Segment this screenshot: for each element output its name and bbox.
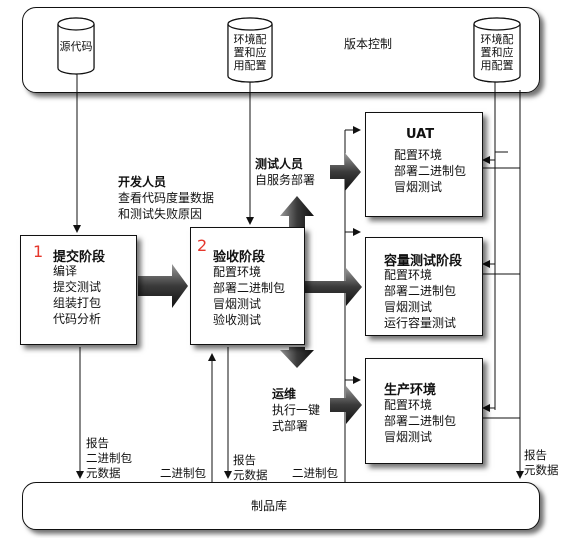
env-report-label: 报告 元数据 — [524, 448, 559, 477]
ops-arrow — [330, 386, 362, 424]
env-config-right-label: 环境配 置和应 用配置 — [480, 33, 514, 72]
acceptance-stage-box: 2 验收阶段 配置环境 部署二进制包 冒烟测试 验收测试 — [190, 227, 305, 345]
acceptance-stage-items: 配置环境 部署二进制包 冒烟测试 验收测试 — [213, 265, 286, 327]
production-stage-items: 配置环境 部署二进制包 冒烟测试 — [384, 398, 457, 444]
testers-note: 测试人员 自服务部署 — [255, 157, 316, 187]
production-stage-title: 生产环境 — [384, 383, 437, 398]
version-control-label: 版本控制 — [344, 37, 393, 51]
uat-stage-box: UAT 配置环境 部署二进制包 冒烟测试 — [365, 112, 483, 217]
ops-title: 运维 — [272, 387, 297, 401]
ops-note: 运维 执行一键 式部署 — [272, 387, 321, 433]
acceptance-stage-title: 验收阶段 — [213, 250, 266, 265]
commit-to-acceptance-arrow — [138, 264, 188, 308]
acceptance-report-label: 报告 元数据 — [233, 453, 268, 482]
commit-stage-number: 1 — [33, 242, 44, 261]
repo-to-acceptance-label: 二进制包 — [160, 466, 206, 480]
commit-stage-title: 提交阶段 — [53, 250, 106, 265]
tester-arrow — [330, 153, 361, 191]
testers-title: 测试人员 — [255, 157, 304, 171]
version-control-bar — [22, 7, 540, 93]
capacity-stage-box: 容量测试阶段 配置环境 部署二进制包 冒烟测试 运行容量测试 — [365, 237, 483, 336]
production-stage-box: 生产环境 配置环境 部署二进制包 冒烟测试 — [365, 358, 483, 464]
acceptance-to-capacity-arrow — [305, 268, 362, 306]
env-config-left-label: 环境配 置和应 用配置 — [233, 33, 267, 72]
commit-stage-box: 1 提交阶段 编译 提交测试 组装打包 代码分析 — [20, 235, 137, 345]
cylinders-overlay — [57, 17, 521, 83]
acceptance-stage-number: 2 — [197, 236, 208, 255]
developers-note: 开发人员 查看代码度量数据 和测试失败原因 — [118, 175, 215, 221]
capacity-stage-title: 容量测试阶段 — [384, 254, 463, 269]
commit-output-label: 报告 二进制包 元数据 — [86, 436, 132, 480]
artifact-repository-label: 制品库 — [251, 499, 288, 513]
developers-title: 开发人员 — [118, 175, 167, 189]
uat-stage-items: 配置环境 部署二进制包 冒烟测试 — [394, 148, 467, 194]
source-repo-label: 源代码 — [59, 40, 93, 53]
capacity-stage-items: 配置环境 部署二进制包 冒烟测试 运行容量测试 — [384, 268, 457, 330]
repo-to-envs-label: 二进制包 — [292, 466, 338, 480]
artifact-repository-bar: 制品库 — [22, 482, 540, 530]
uat-stage-title: UAT — [406, 127, 435, 142]
acceptance-up-arrow — [280, 196, 314, 234]
acceptance-down-arrow — [280, 347, 314, 368]
commit-stage-items: 编译 提交测试 组装打包 代码分析 — [53, 264, 102, 326]
